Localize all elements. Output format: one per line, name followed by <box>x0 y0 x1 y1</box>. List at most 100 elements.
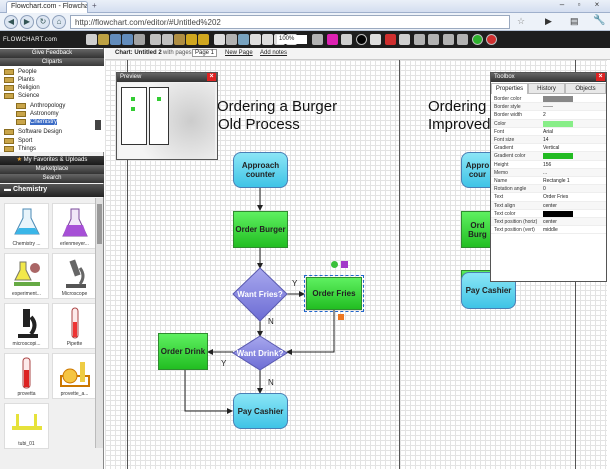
property-value[interactable]: —— <box>543 104 553 111</box>
clipart-provetta[interactable]: provetta <box>4 353 49 399</box>
delete-icon[interactable] <box>214 34 225 45</box>
tree-item-religion[interactable]: Religion <box>4 84 40 92</box>
zoom-icon[interactable] <box>341 34 352 45</box>
bring-front-icon[interactable] <box>428 34 439 45</box>
circle-icon[interactable] <box>355 34 367 45</box>
property-value[interactable]: 156 <box>543 161 552 168</box>
clipart-pipette[interactable]: Pipette <box>52 303 97 349</box>
text-tool-icon[interactable] <box>399 34 410 45</box>
tree-item-science[interactable]: Science <box>4 92 39 100</box>
new-tab-button[interactable]: + <box>92 1 97 10</box>
node-right-approach[interactable]: Appro cour <box>461 152 491 188</box>
property-value[interactable]: Order Fries <box>543 194 569 201</box>
maximize-icon[interactable]: ▫ <box>577 0 581 9</box>
address-bar[interactable]: http://flowchart.com/editor/#Untitled%20… <box>70 15 510 29</box>
undo-icon[interactable] <box>186 34 197 45</box>
color-swatch[interactable] <box>543 210 573 217</box>
node-order-fries[interactable]: Order Fries <box>304 275 364 312</box>
color-swatch[interactable] <box>543 120 573 127</box>
preview-close-icon[interactable]: × <box>207 73 216 81</box>
give-feedback-button[interactable]: Give Feedback <box>0 49 104 58</box>
tree-item-people[interactable]: People <box>4 68 37 76</box>
doc-menu-icon[interactable]: ▤ <box>570 16 579 26</box>
property-value[interactable]: center <box>543 202 557 209</box>
new-page-link[interactable]: New Page <box>225 50 253 56</box>
paste-icon[interactable] <box>174 34 185 45</box>
property-row[interactable]: Color <box>491 119 606 128</box>
tree-item-things[interactable]: Things <box>4 145 36 152</box>
property-value[interactable]: ... <box>543 169 548 176</box>
tree-scrollbar[interactable] <box>95 120 101 130</box>
print-icon[interactable] <box>134 34 145 45</box>
cut-icon[interactable] <box>150 34 161 45</box>
property-value[interactable]: 2 <box>543 112 546 119</box>
clipart-provette[interactable]: provette_a... <box>52 353 97 399</box>
node-order-burger[interactable]: Order Burger <box>233 211 288 248</box>
tree-item-software-design[interactable]: Software Design <box>4 128 62 136</box>
save-as-icon[interactable] <box>122 34 133 45</box>
new-doc-icon[interactable] <box>86 34 97 45</box>
tab-history[interactable]: History <box>528 83 565 94</box>
tab-objects[interactable]: Objects <box>565 83 606 94</box>
open-icon[interactable] <box>98 34 109 45</box>
tree-item-anthropology[interactable]: Anthropology <box>16 102 65 110</box>
pointer-icon[interactable] <box>312 34 323 45</box>
node-right-order[interactable]: Ord Burg <box>461 211 491 248</box>
decision-drink[interactable] <box>232 335 288 371</box>
property-value[interactable]: center <box>543 219 557 225</box>
send-back-icon[interactable] <box>442 34 454 45</box>
property-row[interactable]: Border style—— <box>491 103 606 112</box>
property-value[interactable]: Rectangle 1 <box>543 178 570 184</box>
property-row[interactable]: Gradient color <box>491 152 606 161</box>
color-swatch[interactable] <box>543 153 573 160</box>
marketplace-header[interactable]: Marketplace <box>0 165 104 174</box>
clipart-tubi[interactable]: tubi_01 <box>4 403 49 449</box>
link-handle-icon[interactable] <box>341 261 348 268</box>
color-swatch[interactable] <box>543 96 573 102</box>
toolbox-panel[interactable]: Toolbox × Properties History Objects Bor… <box>490 72 607 282</box>
back-icon[interactable]: ◀ <box>4 15 18 29</box>
property-row[interactable]: Text color <box>491 210 606 218</box>
connector-icon[interactable] <box>262 34 273 45</box>
node-order-drink[interactable]: Order Drink <box>158 333 208 370</box>
property-row[interactable]: Text position (vert)middle <box>491 226 606 235</box>
browser-tab[interactable]: Flowchart.com - Flowcha... <box>6 1 88 13</box>
node-pay-cashier[interactable]: Pay Cashier <box>233 393 288 429</box>
search-header[interactable]: Search <box>0 174 104 183</box>
preview-panel[interactable]: Preview × <box>116 72 218 160</box>
clipart-experiment[interactable]: experiment... <box>4 253 49 299</box>
zoom-select[interactable]: 100% <box>277 35 307 44</box>
preview-thumbnail[interactable] <box>119 83 215 159</box>
page-select[interactable]: Page 1 <box>192 49 218 57</box>
crop-icon[interactable] <box>413 34 425 45</box>
decision-fries[interactable] <box>232 267 288 322</box>
tree-item-astronomy[interactable]: Astronomy <box>16 110 59 118</box>
rotate-handle-icon[interactable] <box>331 261 338 268</box>
property-value[interactable]: middle <box>543 227 558 234</box>
resize-handle-icon[interactable] <box>338 314 344 320</box>
preview-viewport[interactable] <box>121 87 147 145</box>
node-approach-counter[interactable]: Approach counter <box>233 152 288 188</box>
clipart-chemistry[interactable]: Chemistry ... <box>4 203 49 249</box>
group-icon[interactable] <box>226 34 237 45</box>
clipart-microscope[interactable]: Microscope <box>52 253 97 299</box>
add-notes-link[interactable]: Add notes <box>260 50 288 56</box>
line-icon[interactable] <box>370 34 381 45</box>
bookmark-star-icon[interactable]: ☆ <box>517 16 526 26</box>
clipart-scrollbar[interactable] <box>95 198 103 448</box>
reload-icon[interactable]: ↻ <box>36 15 50 29</box>
arrow-tool-icon[interactable] <box>384 34 396 45</box>
clipart-erlenmeyer[interactable]: erlenmeyer... <box>52 203 97 249</box>
property-row[interactable]: Memo... <box>491 168 606 177</box>
cliparts-header[interactable]: Cliparts <box>0 58 104 67</box>
redo-icon[interactable] <box>198 34 209 45</box>
play-icon[interactable] <box>471 34 483 45</box>
clipart-scroll-thumb[interactable] <box>97 204 102 244</box>
